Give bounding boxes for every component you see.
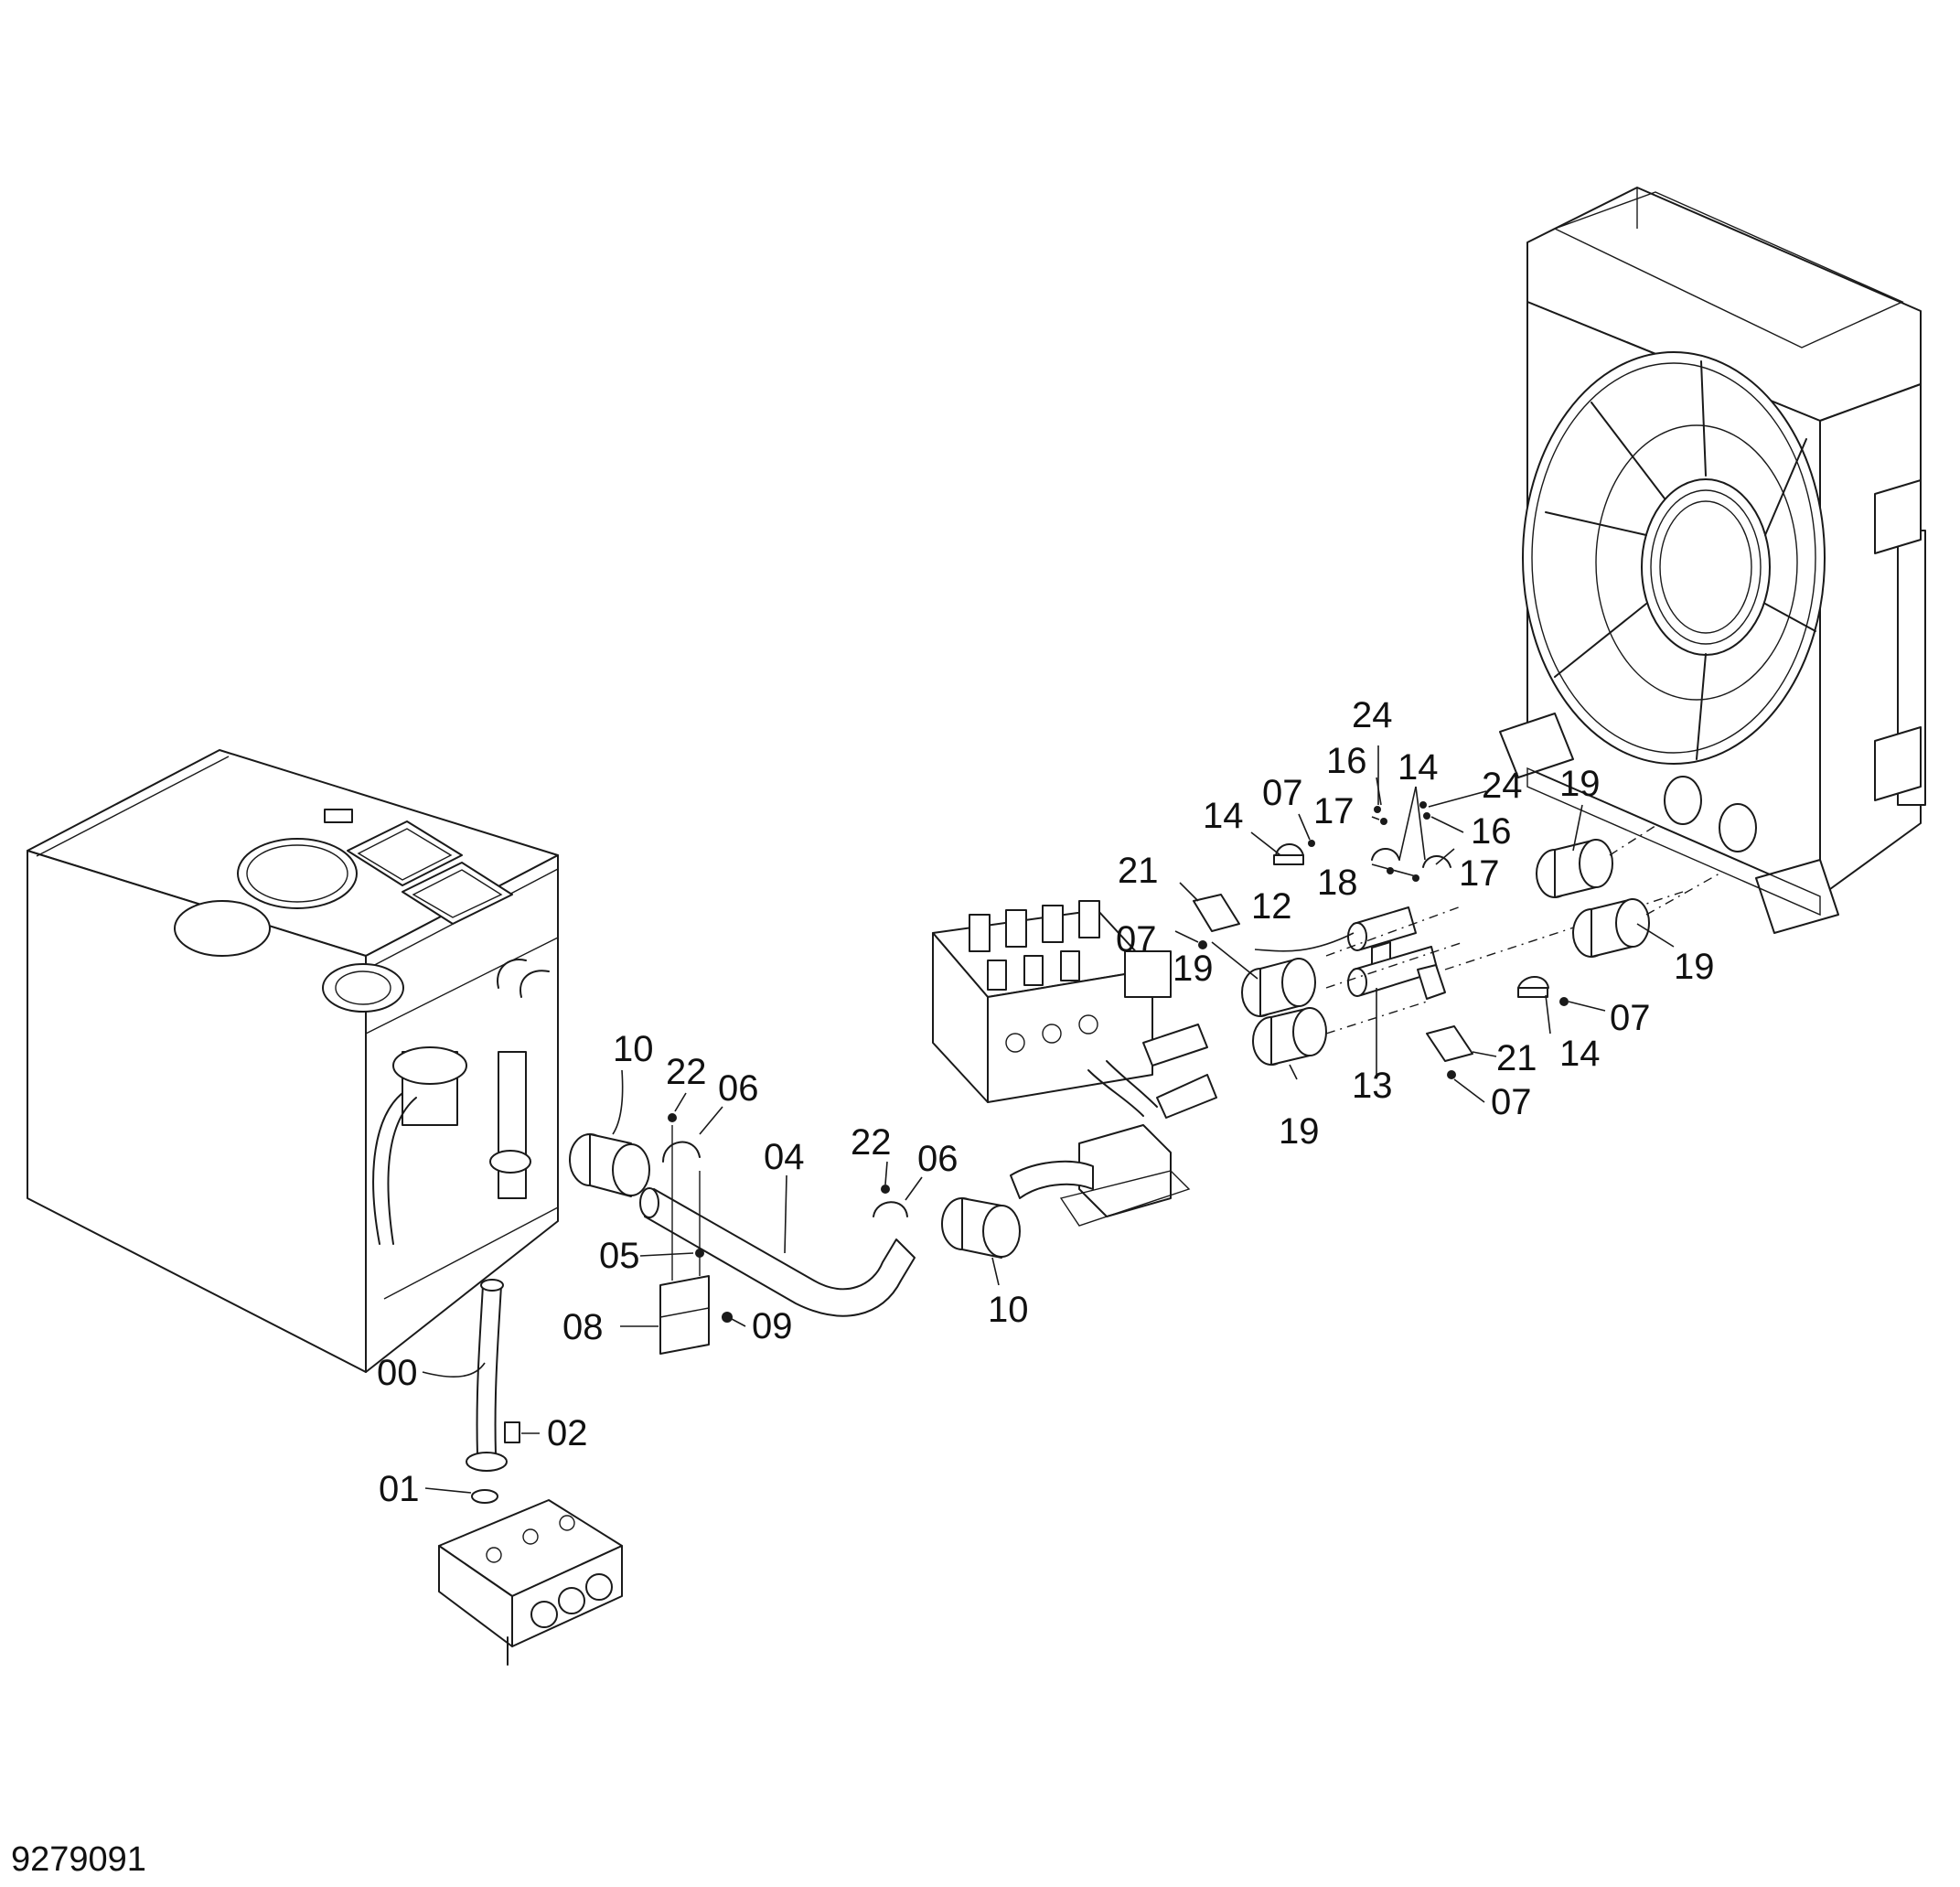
clamp-set-upper [1273, 801, 1451, 882]
cooler-pipe-12 [1347, 906, 1417, 978]
label-00: 00 [377, 1353, 418, 1393]
o-ring [471, 1489, 498, 1504]
label-24-a: 24 [1352, 695, 1393, 735]
hose-coupling-right [941, 1197, 1021, 1259]
pipe-clamp [662, 1141, 701, 1163]
label-21-b: 21 [1496, 1038, 1537, 1078]
hose-coupling-19a [1241, 958, 1316, 1017]
label-18: 18 [1317, 863, 1358, 903]
label-07-b: 07 [1116, 919, 1157, 960]
suction-hose [466, 1279, 520, 1472]
label-14-b: 14 [1398, 747, 1439, 788]
label-07-d: 07 [1491, 1082, 1532, 1122]
label-19-c: 19 [1559, 764, 1601, 804]
label-19-a: 19 [1173, 949, 1214, 989]
label-02: 02 [547, 1413, 588, 1453]
hose-coupling-19d [1572, 898, 1650, 958]
label-08: 08 [562, 1307, 604, 1347]
bolt [881, 1185, 890, 1194]
part-labels: 00 01 02 04 05 06 06 07 07 07 07 08 09 1… [377, 695, 1715, 1509]
mounting-bracket [659, 1275, 710, 1355]
leader-lines [422, 745, 1675, 1494]
label-14-c: 14 [1559, 1034, 1601, 1074]
oil-cooler-fan-assembly [1499, 187, 1926, 934]
label-22-b: 22 [851, 1122, 892, 1163]
label-24-b: 24 [1482, 766, 1523, 806]
label-01: 01 [379, 1469, 420, 1509]
label-04: 04 [764, 1137, 805, 1177]
label-07-c: 07 [1610, 998, 1651, 1038]
label-07-a: 07 [1262, 773, 1303, 813]
control-valve-center [932, 900, 1217, 1227]
label-19-b: 19 [1279, 1111, 1320, 1152]
hose-coupling-19b [1252, 1007, 1327, 1066]
pipe-clamp [873, 1201, 908, 1217]
label-06-right: 06 [917, 1139, 959, 1179]
hydraulic-tank [27, 749, 559, 1373]
label-19-d: 19 [1674, 947, 1715, 987]
bolt [668, 1113, 677, 1122]
label-10-lower: 10 [988, 1290, 1029, 1330]
hose-coupling-19c [1536, 839, 1613, 898]
label-16-a: 16 [1326, 741, 1367, 781]
clamp-set-lower [1517, 976, 1569, 1006]
label-14-a: 14 [1203, 796, 1244, 836]
label-21-a: 21 [1118, 851, 1159, 891]
bolt [722, 1312, 733, 1323]
label-06-left: 06 [718, 1068, 759, 1109]
label-17-b: 17 [1459, 853, 1500, 894]
label-16-b: 16 [1471, 811, 1512, 852]
mounting-bracket-21a [1193, 894, 1240, 949]
label-12: 12 [1251, 886, 1292, 927]
label-17-a: 17 [1313, 791, 1355, 831]
drawing-number: 9279091 [11, 1840, 146, 1879]
cooler-pipe-13 [1347, 946, 1446, 1000]
label-10-upper: 10 [613, 1029, 654, 1069]
label-09: 09 [752, 1306, 793, 1346]
label-05: 05 [599, 1236, 640, 1276]
label-22-a: 22 [666, 1052, 707, 1092]
hose-coupling-left [569, 1133, 650, 1197]
mounting-bracket-21b [1426, 1025, 1473, 1079]
label-13: 13 [1352, 1066, 1393, 1106]
control-valve-lower [438, 1499, 623, 1666]
